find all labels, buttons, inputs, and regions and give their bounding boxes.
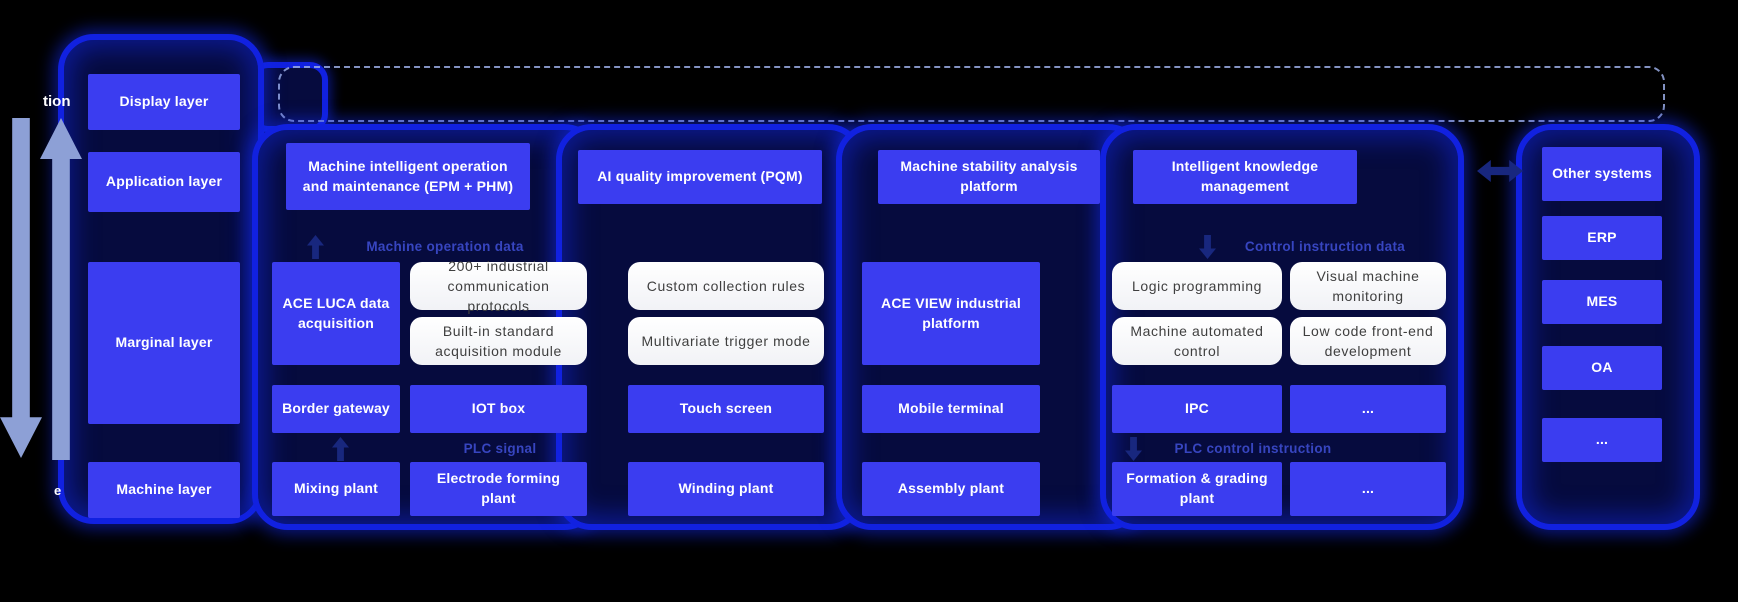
machine-more-box: ... [1290,462,1446,516]
visual-monitoring-box: Visual machine monitoring [1290,262,1446,310]
display-layer-box: Display layer [88,74,240,130]
winding-plant-box: Winding plant [628,462,824,516]
erp-box: ERP [1542,216,1662,260]
clipped-text-fragment-bottom: e [54,483,62,498]
custom-rules-box: Custom collection rules [628,262,824,310]
mobile-terminal-box: Mobile terminal [862,385,1040,433]
mes-box: MES [1542,280,1662,324]
downlink-arrow-icon [0,118,42,458]
marginal-layer-box: Marginal layer [88,262,240,424]
multivariate-trigger-box: Multivariate trigger mode [628,317,824,365]
sync-bidirectional-arrow-icon [1477,160,1523,182]
touch-screen-box: Touch screen [628,385,824,433]
builtin-module-box: Built-in standard acquisition module [410,317,587,365]
application-layer-box: Application layer [88,152,240,212]
machine-layer-box: Machine layer [88,462,240,518]
oa-box: OA [1542,346,1662,390]
border-gateway-box: Border gateway [272,385,400,433]
pqm-box: AI quality improvement (PQM) [578,150,822,204]
ipc-box: IPC [1112,385,1282,433]
low-code-box: Low code front-end development [1290,317,1446,365]
terminal-more-box: ... [1290,385,1446,433]
knowledge-management-box: Intelligent knowledge management [1133,150,1357,204]
iot-box: IOT box [410,385,587,433]
formation-grading-plant-box: Formation & grading plant [1112,462,1282,516]
epm-phm-box: Machine intelligent operation and mainte… [286,143,530,210]
logic-programming-box: Logic programming [1112,262,1282,310]
electrode-forming-plant-box: Electrode forming plant [410,462,587,516]
machine-operation-data-label: Machine operation data [366,239,524,254]
assembly-plant-box: Assembly plant [862,462,1040,516]
ace-luca-box: ACE LUCA data acquisition [272,262,400,365]
mixing-plant-box: Mixing plant [272,462,400,516]
external-more-box: ... [1542,418,1662,462]
plc-signal-label: PLC signal [463,441,537,456]
control-instruction-data-label: Control instruction data [1244,239,1406,254]
stability-platform-box: Machine stability analysis platform [878,150,1100,204]
plc-control-instruction-label: PLC control instruction [1174,441,1332,456]
other-systems-box: Other systems [1542,147,1662,201]
ace-view-box: ACE VIEW industrial platform [862,262,1040,365]
protocols-box: 200+ industrial communication protocols [410,258,587,314]
display-layer-dashed-zone [278,66,1665,122]
auto-control-box: Machine automated control [1112,317,1282,365]
clipped-text-fragment-top: tion [43,93,71,110]
